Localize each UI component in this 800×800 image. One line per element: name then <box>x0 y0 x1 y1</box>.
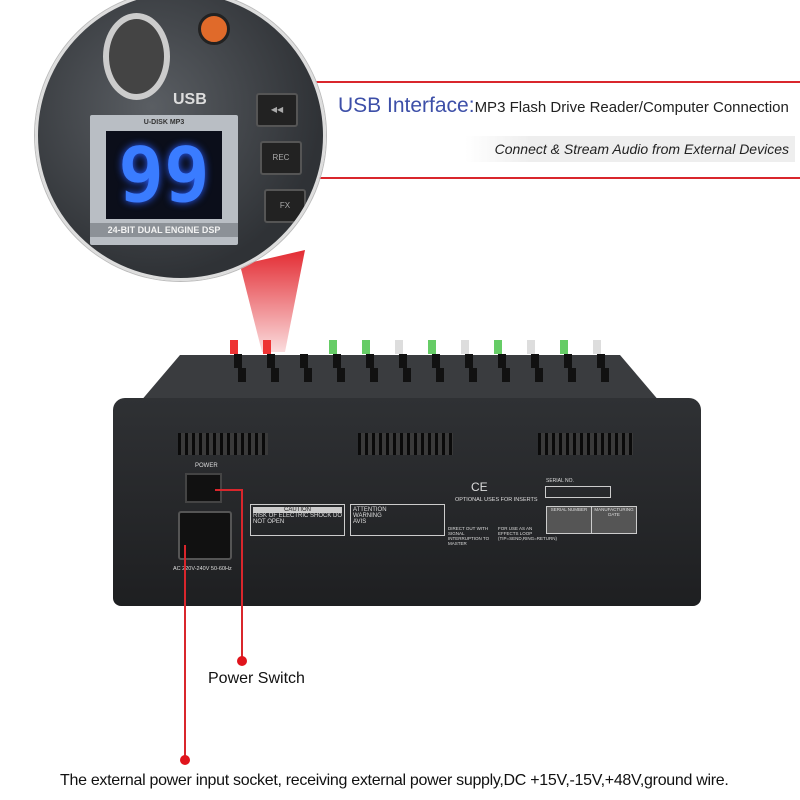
mixer-knob <box>399 354 407 368</box>
manufacturing-date-header: MANUFACTURING DATE <box>591 506 637 534</box>
mixer-knob <box>333 354 341 368</box>
mixer-knob <box>568 368 576 382</box>
attention-text: ATTENTION <box>353 507 387 513</box>
power-switch-callout: Power Switch <box>208 670 305 687</box>
mixer-knob <box>494 340 502 354</box>
caution-title: CAUTION <box>253 507 342 513</box>
mp3-display: U-DISK MP3 99 24-BIT DUAL ENGINE DSP <box>90 115 238 245</box>
display-label-bottom: 24-BIT DUAL ENGINE DSP <box>90 223 238 237</box>
power-switch-line-vertical <box>241 489 243 661</box>
mixer-knob <box>230 340 238 354</box>
mixer-knob <box>362 340 370 354</box>
mixer-knob <box>263 340 271 354</box>
power-socket[interactable] <box>178 511 232 560</box>
power-switch[interactable] <box>185 473 222 503</box>
usb-callout-line-top <box>300 81 800 83</box>
mixer-knob <box>465 354 473 368</box>
voltage-label: AC 220V-240V 50-60Hz <box>173 566 232 572</box>
mixer-knob <box>370 368 378 382</box>
mixer-knob <box>300 354 308 368</box>
feature-title-main: USB Interface: <box>338 94 475 117</box>
vent <box>178 433 268 455</box>
mixer-knob <box>436 368 444 382</box>
mixer-knob <box>234 354 242 368</box>
vent <box>538 433 633 455</box>
mixer-knob <box>428 340 436 354</box>
insert-note-2: FOR USE AS AN EFFECTS LOOP (TIP=SEND,RIN… <box>498 526 558 541</box>
prev-button[interactable]: ◀◀ <box>256 93 298 127</box>
feature-subtitle: MP3 Flash Drive Reader/Computer Connecti… <box>474 99 789 116</box>
mixer-knob <box>560 340 568 354</box>
power-switch-line <box>215 489 243 491</box>
mixer-knob <box>527 340 535 354</box>
serial-number-header: SERIAL NUMBER <box>546 506 592 534</box>
mixer-knob <box>535 368 543 382</box>
avis-text: AVIS <box>353 519 367 525</box>
mixer-knob <box>271 368 279 382</box>
mixer-knob <box>498 354 506 368</box>
fx-button[interactable]: FX <box>264 189 306 223</box>
mixer-knob <box>267 354 275 368</box>
vent <box>358 433 453 455</box>
power-socket-callout: The external power input socket, receivi… <box>60 772 729 789</box>
mixer-knob <box>593 340 601 354</box>
mixer-knob <box>304 368 312 382</box>
mixer-knob <box>502 368 510 382</box>
power-switch-dot <box>237 656 247 666</box>
mixer-knob <box>238 368 246 382</box>
mixer-knob <box>337 368 345 382</box>
usb-magnifier: USB U-DISK MP3 99 24-BIT DUAL ENGINE DSP… <box>35 0 326 281</box>
mixer-knob <box>601 368 609 382</box>
feature-tagline: Connect & Stream Audio from External Dev… <box>465 136 795 162</box>
mixer-knob <box>403 368 411 382</box>
usb-callout-line-bottom <box>300 177 800 179</box>
track-number: 99 <box>106 131 222 219</box>
mixer-knob <box>432 354 440 368</box>
caution-text: RISK OF ELECTRIC SHOCK DO NOT OPEN <box>253 513 343 525</box>
mixer-knob <box>531 354 539 368</box>
mixer-knob <box>564 354 572 368</box>
serial-label: SERIAL NO. <box>546 478 574 484</box>
serial-box <box>545 486 611 498</box>
mixer-knob <box>469 368 477 382</box>
mixer-knob <box>366 354 374 368</box>
feature-title: USB Interface:MP3 Flash Drive Reader/Com… <box>338 94 789 118</box>
ce-mark: CE <box>471 480 488 494</box>
power-label: POWER <box>195 463 218 469</box>
mixer-knob <box>395 340 403 354</box>
warning-text: WARNING <box>353 513 382 519</box>
mixer-knob <box>597 354 605 368</box>
mixer-knob <box>461 340 469 354</box>
inserts-label: OPTIONAL USES FOR INSERTS <box>455 497 538 503</box>
knob <box>198 13 230 45</box>
power-socket-line <box>184 545 186 760</box>
mixer-knob <box>329 340 337 354</box>
rec-button[interactable]: REC <box>260 141 302 175</box>
usb-drive <box>103 13 170 100</box>
insert-note-1: DIRECT OUT WITH SIGNAL INTERRUPTION TO M… <box>448 526 490 546</box>
power-socket-dot <box>180 755 190 765</box>
mixer-top-panel <box>140 340 660 402</box>
usb-label: USB <box>173 91 207 108</box>
mixer-knob <box>296 340 304 354</box>
display-label-top: U-DISK MP3 <box>143 119 185 126</box>
